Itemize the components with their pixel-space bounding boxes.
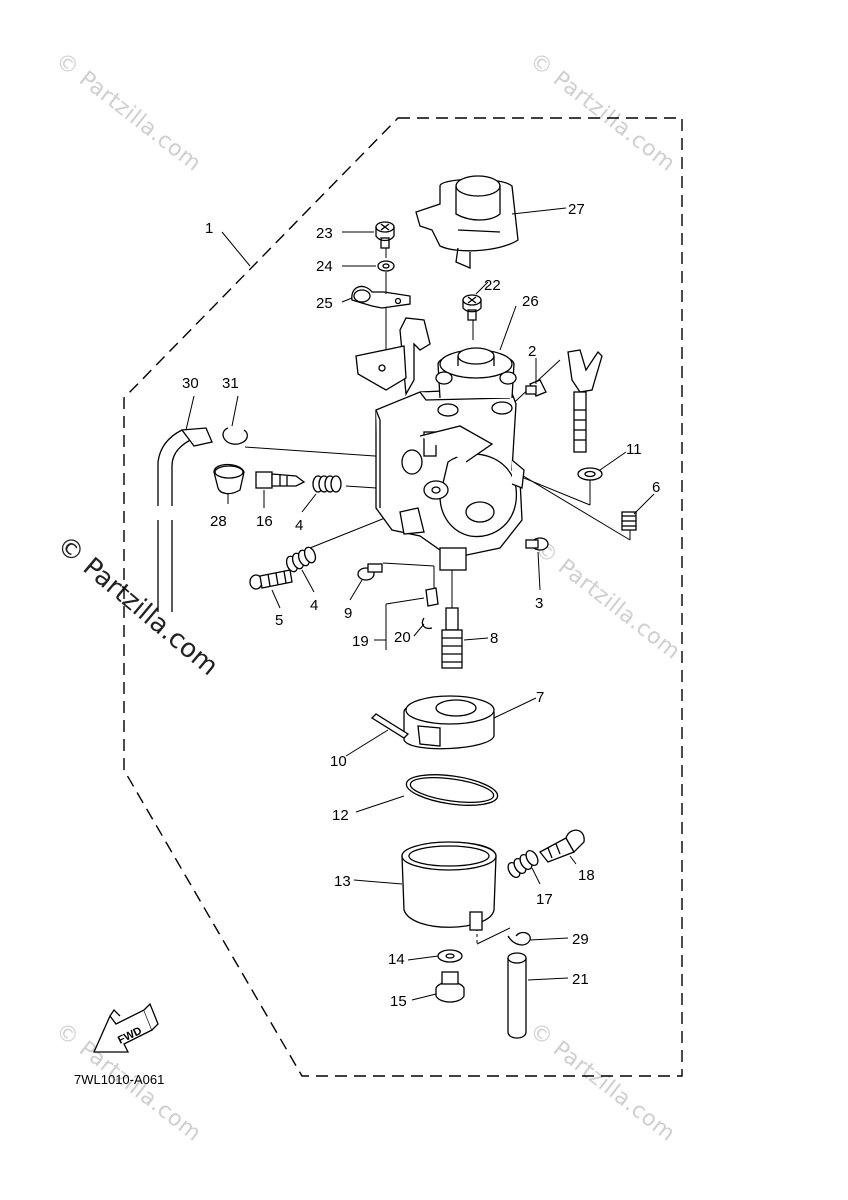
callout-30: 30 — [182, 375, 199, 392]
callout-9: 9 — [344, 605, 352, 622]
callout-26: 26 — [522, 293, 539, 310]
callout-3: 3 — [535, 595, 543, 612]
callout-8: 8 — [490, 630, 498, 647]
callout-10: 10 — [330, 753, 347, 770]
part-3-screw — [525, 537, 549, 551]
callout-16: 16 — [256, 513, 273, 530]
part-29-clip — [507, 931, 531, 946]
part-20-clip — [421, 617, 433, 630]
callout-22: 22 — [484, 277, 501, 294]
callout-28: 28 — [210, 513, 227, 530]
part-17-spring — [507, 849, 539, 879]
part-25-bracket — [351, 285, 411, 309]
part-21-hose — [507, 952, 527, 1039]
callout-24: 24 — [316, 258, 333, 275]
part-10-pin — [370, 713, 410, 739]
part-4-spring-lower — [285, 546, 317, 573]
part-19-jet — [425, 587, 439, 607]
callout-15: 15 — [390, 993, 407, 1010]
part-18-screw — [539, 829, 585, 863]
part-27-cover — [415, 175, 519, 269]
diagram-code: 7WL1010-A061 — [74, 1072, 164, 1087]
callout-14: 14 — [388, 951, 405, 968]
callout-1: 1 — [205, 220, 213, 237]
callout-6: 6 — [652, 479, 660, 496]
part-12-gasket — [405, 774, 499, 806]
part-7-float — [403, 695, 495, 750]
assembly-boundary — [123, 117, 683, 1077]
part-9-screw — [357, 563, 383, 581]
callout-20: 20 — [394, 629, 411, 646]
callout-18: 18 — [578, 867, 595, 884]
part-28-cap — [213, 463, 245, 495]
part-22-screw — [462, 294, 482, 321]
part-4-spring-upper — [312, 475, 342, 493]
part-24-washer — [377, 260, 395, 272]
leader-lines — [185, 207, 655, 1001]
part-8-emulsion-tube — [441, 607, 463, 669]
callout-5: 5 — [275, 612, 283, 629]
callout-4-lower: 4 — [310, 597, 318, 614]
callout-29: 29 — [572, 931, 589, 948]
callout-17: 17 — [536, 891, 553, 908]
callout-31: 31 — [222, 375, 239, 392]
callout-2: 2 — [528, 343, 536, 360]
part-16-needle — [255, 471, 306, 489]
part-15-drain-screw — [435, 971, 465, 1003]
callout-21: 21 — [572, 971, 589, 988]
part-13-float-bowl — [401, 841, 497, 931]
callout-13: 13 — [334, 873, 351, 890]
callout-12: 12 — [332, 807, 349, 824]
part-2-screw — [525, 379, 547, 397]
callout-19: 19 — [352, 633, 369, 650]
part-6-screw — [621, 511, 637, 531]
callout-numbers: 1 2 3 4 4 5 6 7 8 9 10 11 12 13 14 15 16… — [74, 201, 660, 1087]
part-14-washer — [437, 949, 463, 963]
choke-shaft — [567, 349, 603, 453]
fwd-arrow — [92, 1002, 159, 1053]
part-31-clip — [222, 427, 249, 445]
callout-7: 7 — [536, 689, 544, 706]
part-5-screw — [249, 569, 293, 590]
callout-27: 27 — [568, 201, 585, 218]
part-11-washer — [577, 467, 603, 481]
callout-25: 25 — [316, 295, 333, 312]
part-23-screw — [375, 221, 395, 249]
carburetor-body — [355, 317, 525, 571]
callout-11: 11 — [626, 441, 642, 458]
part-30-hose — [157, 427, 213, 612]
callout-4-upper: 4 — [295, 517, 303, 534]
callout-23: 23 — [316, 225, 333, 242]
